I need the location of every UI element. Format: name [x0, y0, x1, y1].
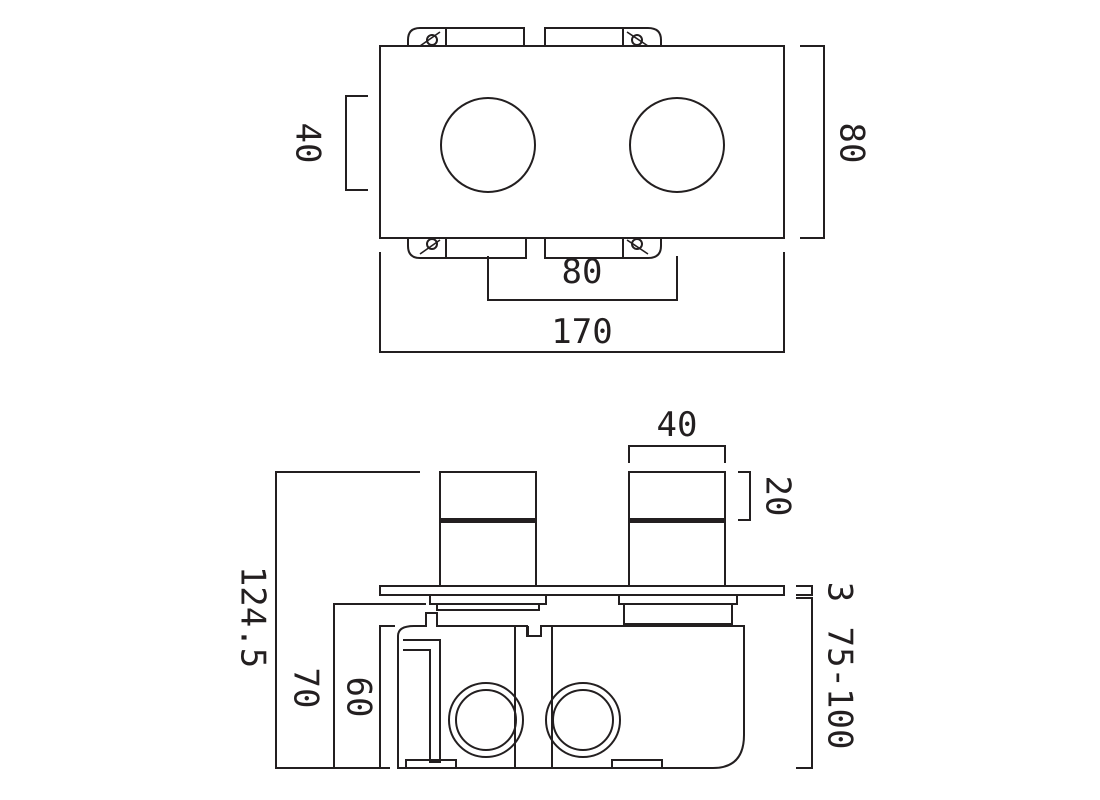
left-knob-body	[439, 471, 537, 587]
right-knob-body	[628, 471, 726, 587]
dim-plate: 3	[820, 582, 860, 602]
dim-line-knob-diameter	[345, 95, 368, 191]
dim-line-knob-width	[628, 445, 726, 463]
dim-overall-depth: 124.5	[233, 566, 273, 668]
dim-depth-60: 60	[339, 677, 379, 718]
dim-line-centres	[487, 256, 678, 301]
dim-line-height	[800, 45, 825, 239]
dim-centres: 80	[562, 252, 603, 292]
dim-knob-cap: 20	[758, 476, 798, 517]
cover-plate	[379, 585, 785, 596]
left-knob	[440, 97, 536, 193]
dim-knob-width: 40	[657, 405, 698, 445]
dim-depth-70: 70	[286, 668, 326, 709]
right-knob	[629, 97, 725, 193]
valve-body	[397, 612, 745, 769]
front-view: 40 80 80 170	[288, 27, 872, 353]
dim-width: 170	[551, 312, 612, 352]
dim-line-depth-70	[333, 603, 426, 768]
bottom-brackets	[407, 237, 662, 259]
dim-line-depth-60	[379, 625, 395, 768]
dim-line-knob-cap	[738, 471, 751, 521]
top-brackets	[407, 27, 662, 47]
side-view: 40 20 124.5 70 60 3 75-100	[233, 405, 860, 769]
dim-knob-diameter: 40	[288, 123, 328, 164]
dim-line-plate	[796, 585, 813, 596]
dim-height: 80	[832, 123, 872, 164]
dim-line-wall-range	[796, 597, 813, 769]
dim-line-width	[379, 252, 785, 353]
dim-wall-range: 75-100	[820, 627, 860, 750]
